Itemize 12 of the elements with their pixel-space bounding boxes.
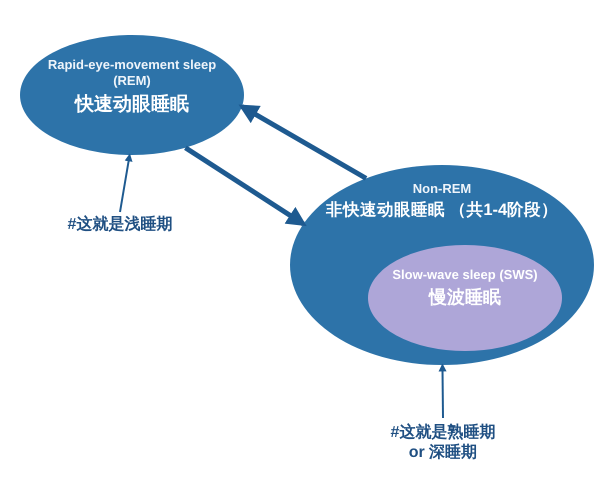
- note-text: #这就是浅睡期: [68, 215, 172, 235]
- arrow: [184, 146, 307, 226]
- node-subtitle: 慢波睡眠: [429, 286, 501, 309]
- node-subtitle: 快速动眼睡眠: [75, 92, 189, 116]
- arrow: [238, 104, 368, 181]
- node-title: Slow-wave sleep (SWS): [392, 267, 538, 284]
- arrow: [119, 153, 133, 212]
- arrow: [438, 363, 447, 418]
- node-title: Non-REM: [412, 181, 472, 198]
- note-text: #这就是熟睡期 or 深睡期: [390, 423, 496, 463]
- node-title: Rapid-eye-movement sleep (REM): [46, 57, 218, 90]
- node-subtitle: 非快速动眼睡眠 （共1-4阶段）: [326, 200, 558, 221]
